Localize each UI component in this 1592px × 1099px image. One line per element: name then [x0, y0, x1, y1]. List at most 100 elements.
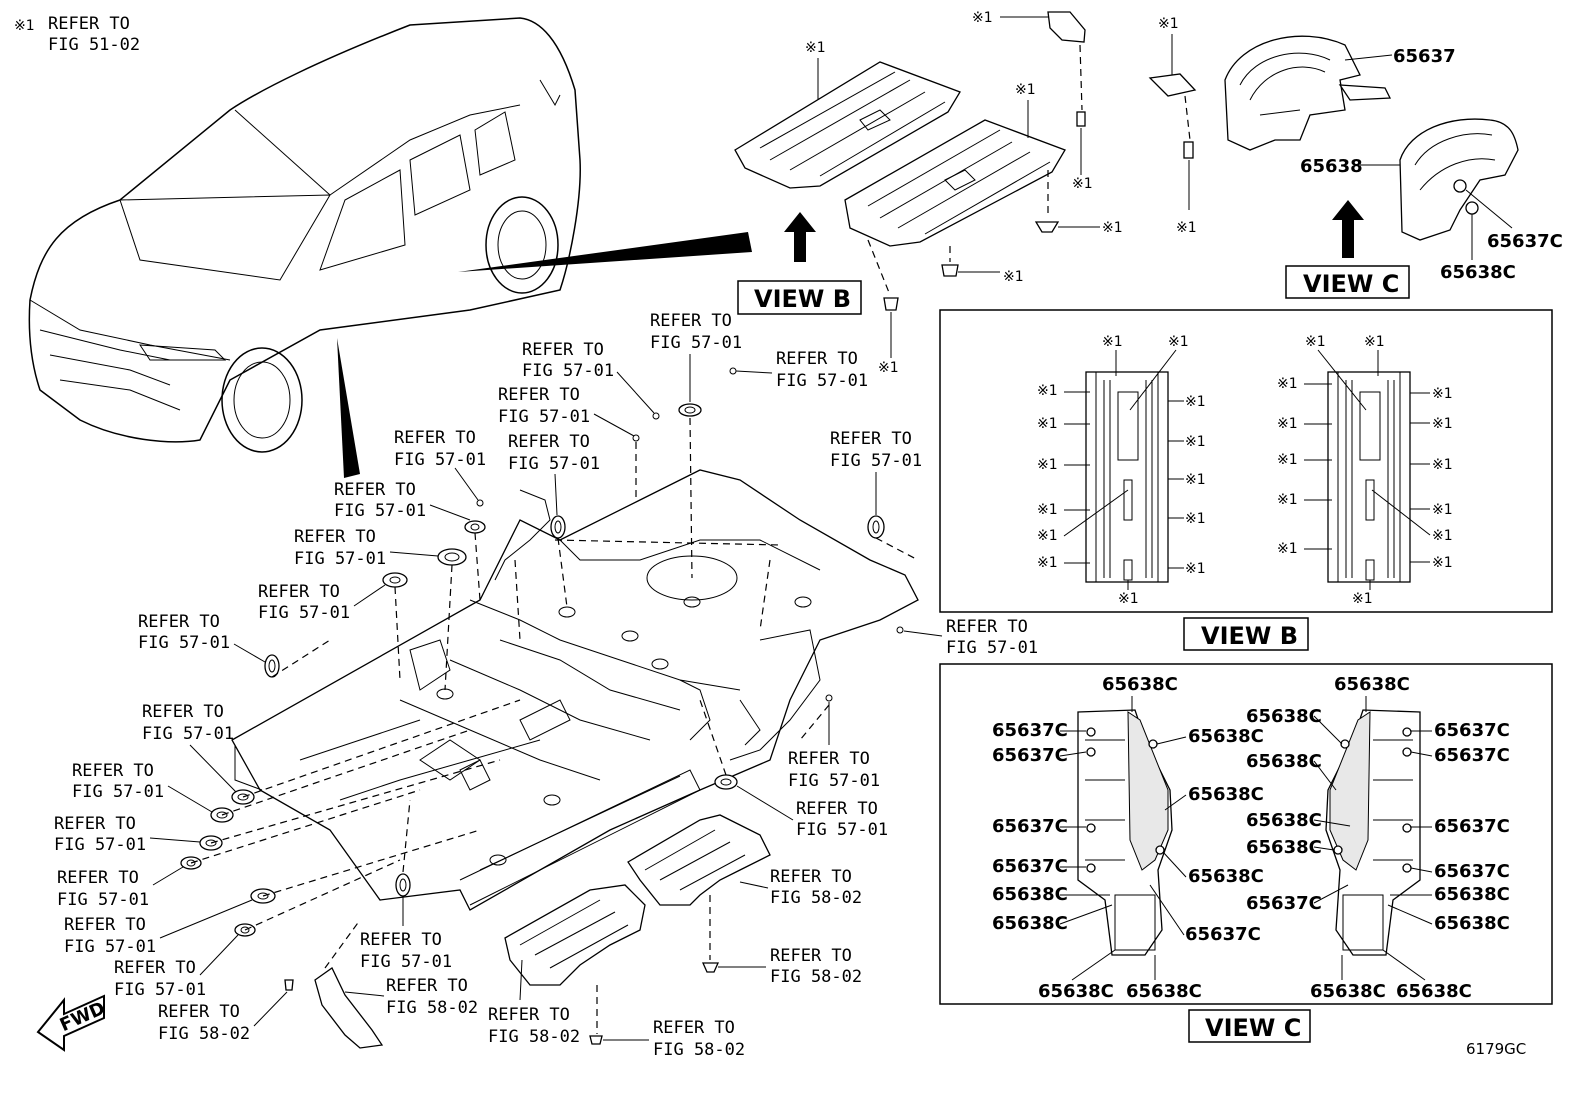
vb-l-r3: ※1 — [1185, 472, 1206, 488]
vc-l-6: 65638C — [992, 913, 1068, 934]
ref-12: REFER TO FIG 57-01 — [142, 702, 237, 793]
ref-6: REFER TO FIG 57-01 — [508, 432, 600, 516]
ref-16: REFER TO FIG 57-01 — [64, 899, 253, 957]
ref-8-fig: FIG 57-01 — [334, 501, 426, 521]
ref-1-fig: FIG 57-01 — [650, 333, 742, 353]
ref-24: REFER TO FIG 58-02 — [344, 976, 478, 1018]
vc-r-l3: 65638C — [1246, 810, 1322, 831]
vb-r-l2: ※1 — [1277, 416, 1298, 432]
vc-r-2: 65637C — [1434, 745, 1510, 766]
vc-r-5: 65638C — [1434, 884, 1510, 905]
vc-r-l4: 65638C — [1246, 837, 1322, 858]
ref-18: REFER TO FIG 57-01 — [360, 897, 452, 972]
vc-r-b2: 65638C — [1396, 981, 1472, 1002]
footnote: ※1 REFER TO FIG 51-02 — [14, 14, 140, 55]
vb-r-r4: ※1 — [1432, 502, 1453, 518]
ref-17-fig: FIG 57-01 — [114, 980, 206, 1000]
ref-4-fig: FIG 57-01 — [498, 407, 590, 427]
floor-leader — [337, 338, 360, 478]
vc-l-b1: 65638C — [1038, 981, 1114, 1002]
ref-16-refer: REFER TO — [64, 915, 146, 935]
ref-13: REFER TO FIG 57-01 — [72, 761, 213, 813]
ref-25-refer: REFER TO — [158, 1002, 240, 1022]
vb-l-bot: ※1 — [1118, 591, 1139, 607]
view-c-label-top: VIEW C — [1303, 270, 1399, 298]
view-c-detail-box: 65638C 65637C 65637C 65638C 65638C 65637… — [939, 663, 1553, 1005]
vb-l-r4: ※1 — [1185, 511, 1206, 527]
refer-labels: REFER TO FIG 57-01 REFER TO FIG 57-01 RE… — [54, 311, 1038, 1060]
view-c-left-labels: 65638C 65637C 65637C 65638C 65638C 65637… — [992, 674, 1264, 1002]
view-b-caption: VIEW B — [1183, 617, 1309, 651]
vb-l-l3: ※1 — [1037, 457, 1058, 473]
view-b-leader — [458, 232, 752, 272]
vb-l-l4: ※1 — [1037, 502, 1058, 518]
vc-l-3: 65637C — [992, 816, 1068, 837]
ref-3-refer: REFER TO — [776, 349, 858, 369]
bracket-lower — [314, 967, 384, 1049]
bracket2-mark: ※1 — [1158, 16, 1179, 32]
ref-17-refer: REFER TO — [114, 958, 196, 978]
vb-l-l1: ※1 — [1037, 383, 1058, 399]
ref-14-refer: REFER TO — [54, 814, 136, 834]
view-c-label-bottom: VIEW C — [1205, 1014, 1301, 1042]
ref-10-refer: REFER TO — [258, 582, 340, 602]
ref-26-fig: FIG 58-02 — [488, 1027, 580, 1047]
bolt-mark-2: ※1 — [1003, 269, 1024, 285]
ref-25-fig: FIG 58-02 — [158, 1024, 250, 1044]
ref-22: REFER TO FIG 58-02 — [739, 867, 862, 908]
ref-15-refer: REFER TO — [57, 868, 139, 888]
part-65637-label: 65637 — [1393, 46, 1456, 67]
floor-pan — [231, 469, 919, 911]
vc-r-1: 65637C — [1434, 720, 1510, 741]
cover-callouts: ※1 ※1 ※1 ※1 ※1 ※1 ※1 — [805, 10, 1123, 376]
view-c-pointer: VIEW C — [1285, 200, 1410, 299]
vc-l-2: 65637C — [992, 745, 1068, 766]
ref-5-fig: FIG 57-01 — [394, 450, 486, 470]
vc-r-b1: 65638C — [1310, 981, 1386, 1002]
ref-26: REFER TO FIG 58-02 — [488, 959, 580, 1047]
heat-insulator-front — [627, 814, 771, 906]
ref-20-fig: FIG 57-01 — [788, 771, 880, 791]
ref-6-fig: FIG 57-01 — [508, 454, 600, 474]
vb-l-l5: ※1 — [1037, 528, 1058, 544]
fwd-arrow: FWD — [36, 994, 108, 1052]
under-cover-left — [734, 61, 961, 189]
ref-11: REFER TO FIG 57-01 — [138, 612, 266, 663]
ref-5: REFER TO FIG 57-01 — [394, 428, 486, 501]
ref-12-refer: REFER TO — [142, 702, 224, 722]
ref-25: REFER TO FIG 58-02 — [158, 991, 288, 1044]
vc-l-1: 65637C — [992, 720, 1068, 741]
ref-19-fig: FIG 57-01 — [946, 638, 1038, 658]
vc-r-4: 65637C — [1434, 861, 1510, 882]
part-65638c-top-label: 65638C — [1440, 262, 1516, 283]
ref-24-refer: REFER TO — [386, 976, 468, 996]
ref-4-refer: REFER TO — [498, 385, 580, 405]
vb-l-r2: ※1 — [1185, 434, 1206, 450]
view-b-left-cover — [1085, 371, 1169, 583]
view-b-right-callouts: ※1 ※1 ※1 ※1 ※1 ※1 ※1 ※1 ※1 ※1 ※1 ※1 ※1 — [1277, 334, 1453, 607]
view-c-left-liner — [1077, 709, 1173, 956]
ref-5-refer: REFER TO — [394, 428, 476, 448]
ref-8-refer: REFER TO — [334, 480, 416, 500]
ref-23: REFER TO FIG 58-02 — [718, 946, 862, 987]
vc-l-r1: 65638C — [1188, 726, 1264, 747]
ref-19-refer: REFER TO — [946, 617, 1028, 637]
dashed-guides — [190, 417, 919, 1034]
vb-l-r5: ※1 — [1185, 561, 1206, 577]
view-b-left-callouts: ※1 ※1 ※1 ※1 ※1 ※1 ※1 ※1 ※1 ※1 ※1 ※1 ※1 — [1037, 334, 1206, 607]
under-cover-right — [844, 119, 1066, 247]
ref-9-fig: FIG 57-01 — [294, 549, 386, 569]
ref-8: REFER TO FIG 57-01 — [334, 480, 471, 521]
ref-4: REFER TO FIG 57-01 — [498, 385, 635, 437]
bolt-mark-1: ※1 — [1072, 176, 1093, 192]
view-c-caption: VIEW C — [1188, 1009, 1311, 1043]
ref-15: REFER TO FIG 57-01 — [57, 866, 184, 910]
vc-l-5: 65638C — [992, 884, 1068, 905]
ref-22-fig: FIG 58-02 — [770, 888, 862, 908]
ref-12-fig: FIG 57-01 — [142, 724, 234, 744]
ref-10: REFER TO FIG 57-01 — [258, 582, 386, 623]
vc-l-r2: 65638C — [1188, 784, 1264, 805]
ref-13-fig: FIG 57-01 — [72, 782, 164, 802]
vb-r-r3: ※1 — [1432, 457, 1453, 473]
ref-1: REFER TO FIG 57-01 — [650, 311, 742, 402]
